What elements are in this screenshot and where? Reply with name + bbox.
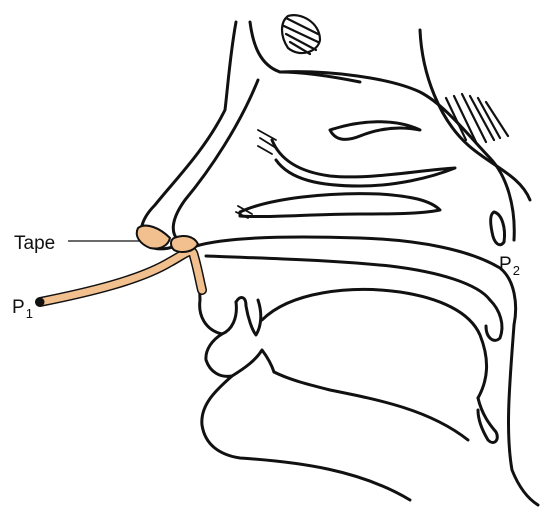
uvula (486, 300, 502, 340)
p1-label: P1 (12, 298, 33, 317)
p2-subscript: 2 (513, 263, 520, 278)
p2-label: P2 (499, 255, 520, 274)
eustachian-opening (491, 212, 505, 245)
face-profile-outline (141, 22, 236, 249)
p1-letter: P (12, 297, 25, 318)
nasal-tube (40, 251, 202, 302)
pharynx-posterior-wall (508, 325, 538, 505)
lower-lip-and-chin (202, 334, 410, 500)
inferior-turbinate (240, 194, 440, 217)
palate-lower-outline (206, 256, 490, 300)
epiglottis (478, 398, 497, 442)
superior-turbinate (330, 122, 420, 140)
p2-letter: P (499, 254, 512, 275)
lower-teeth (232, 350, 274, 376)
sinus-hatch-right (446, 94, 508, 142)
tube-tip-p1 (36, 298, 45, 307)
upper-teeth (236, 297, 261, 335)
middle-turbinate (272, 140, 455, 186)
tape-piece-tube (171, 236, 198, 252)
tape-piece-nose (137, 226, 170, 249)
p1-subscript: 1 (26, 306, 33, 321)
mouth-floor (274, 372, 468, 440)
tape-label: Tape (14, 234, 55, 253)
hard-palate (196, 237, 516, 325)
sinus-hatch-top (282, 15, 320, 54)
